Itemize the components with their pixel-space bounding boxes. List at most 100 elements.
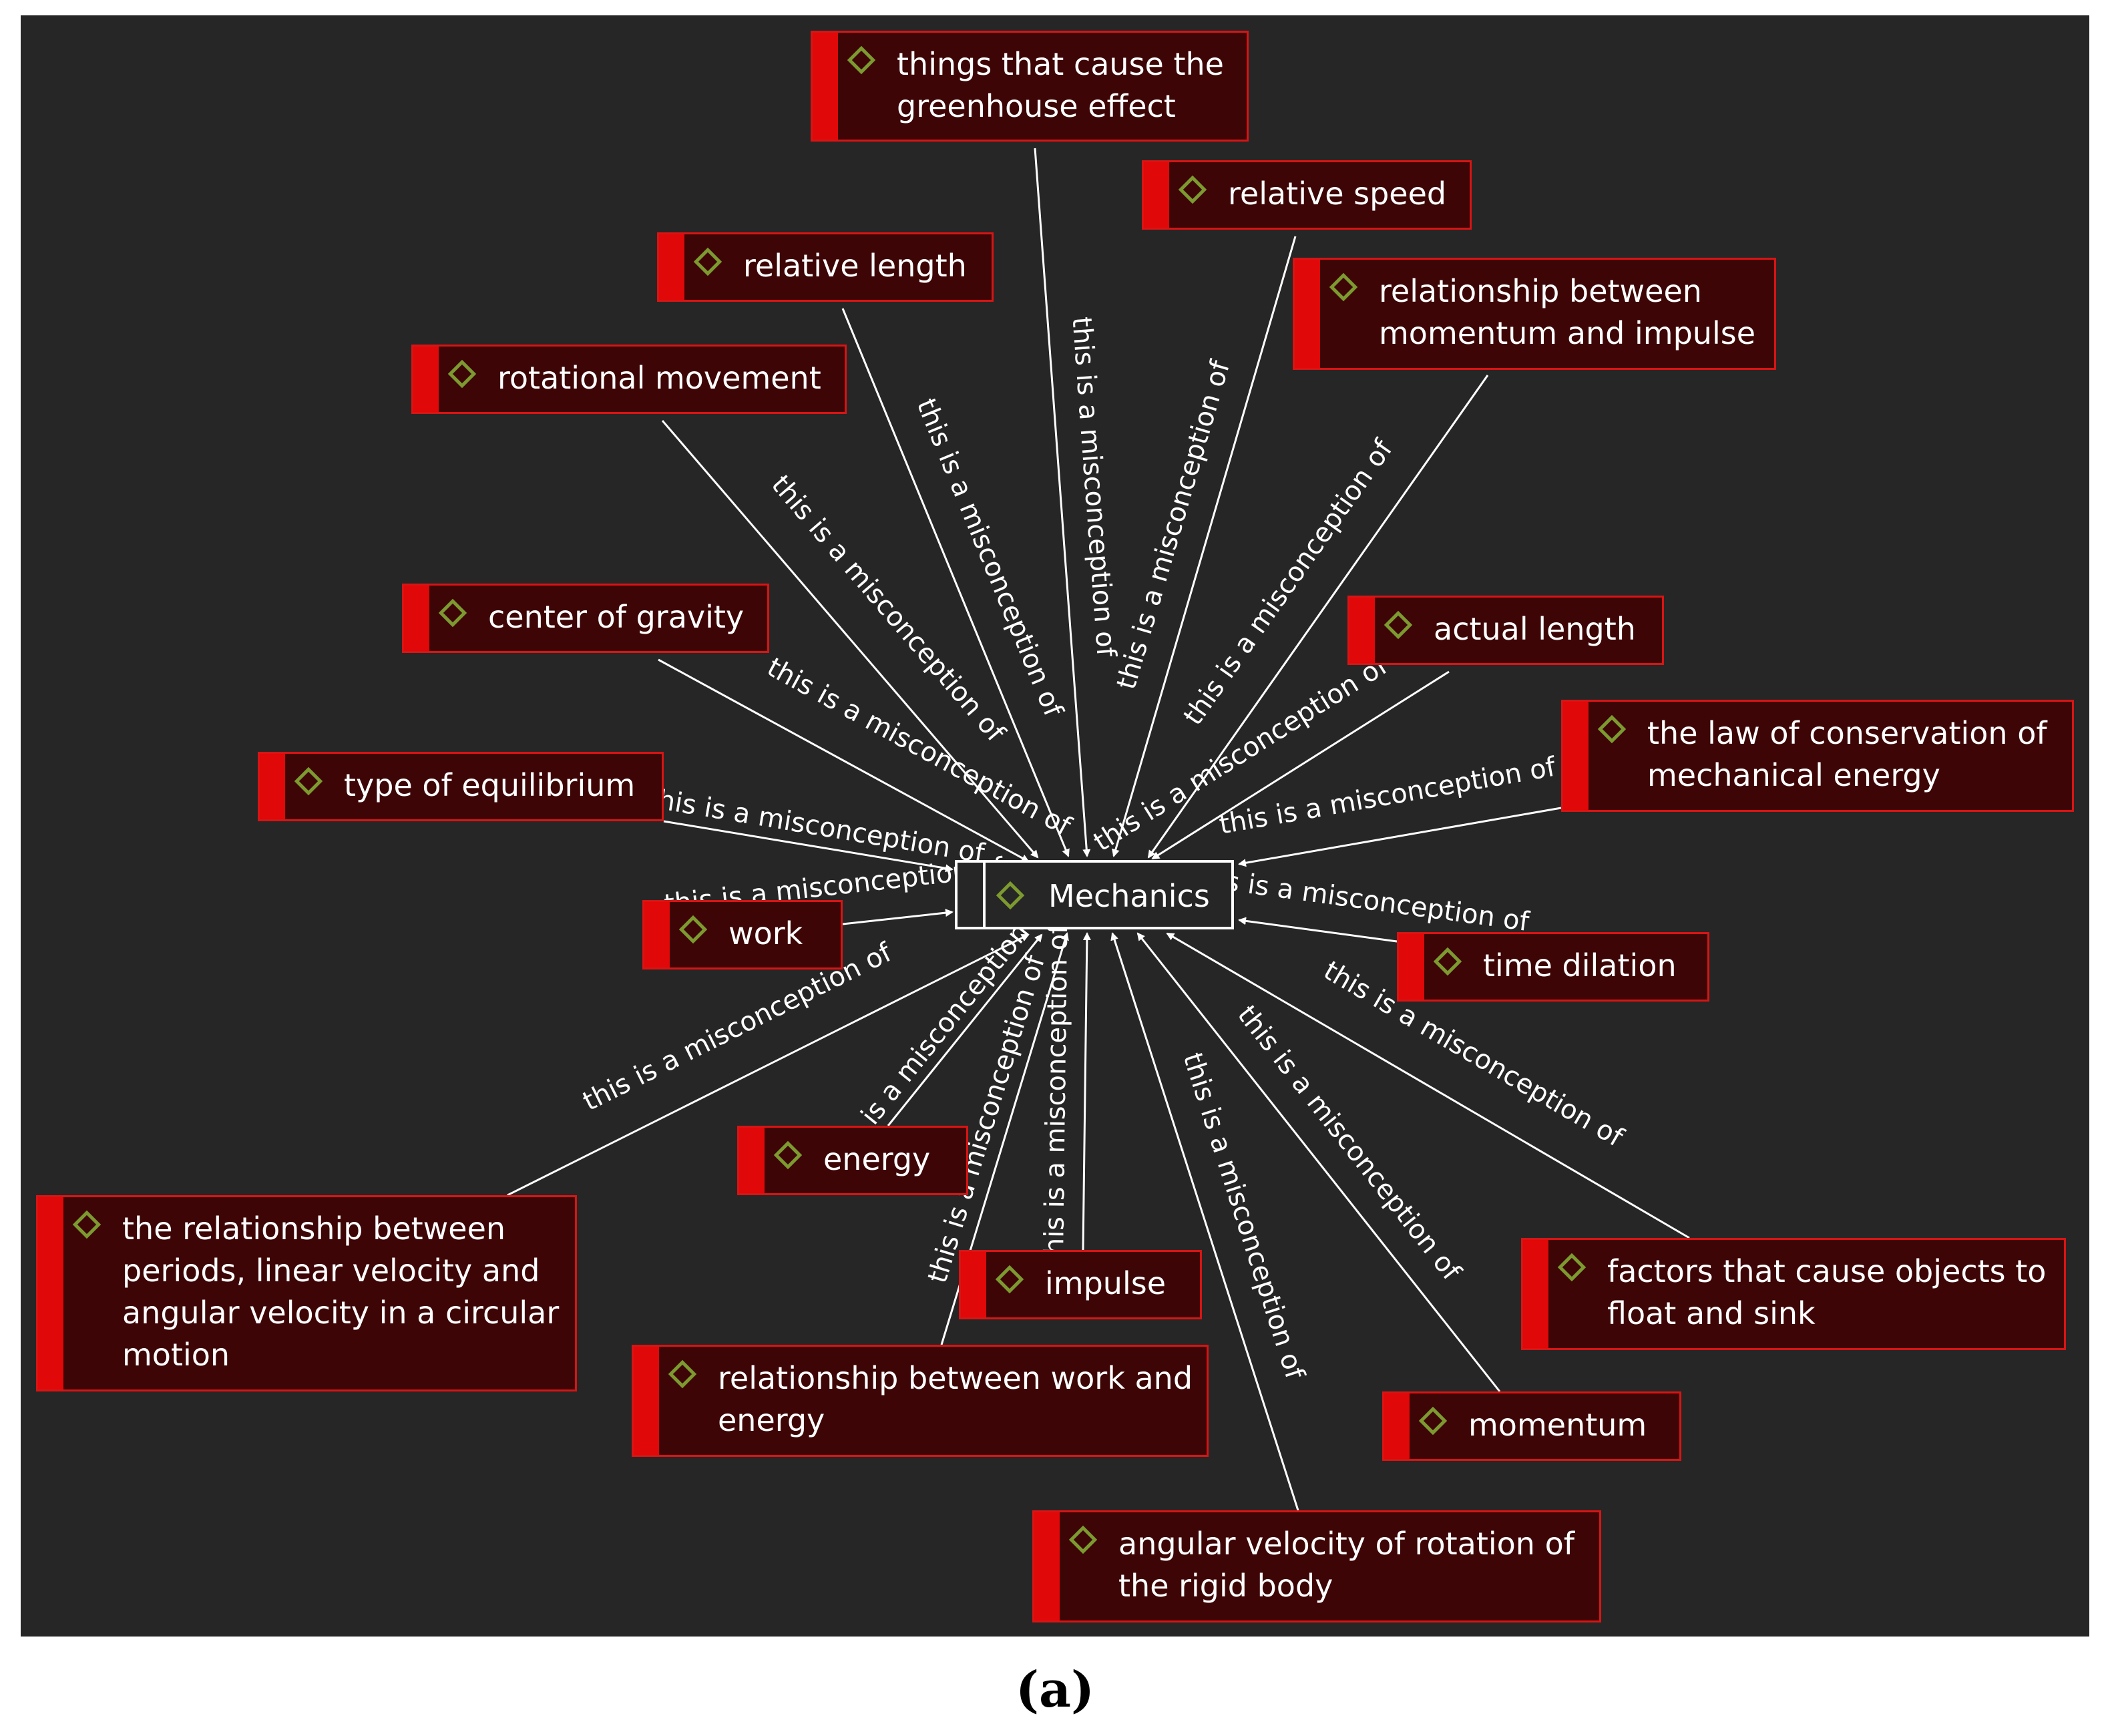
node-label: energy <box>823 1141 931 1177</box>
node-label: time dilation <box>1483 947 1677 984</box>
diamond-icon <box>1384 610 1413 640</box>
node-label: relationship between momentum and impuls… <box>1379 273 1755 351</box>
diamond-icon <box>72 1210 101 1239</box>
edge-label-rigid-body: this is a misconception of <box>1177 1049 1310 1383</box>
edge-rotational-movement <box>661 420 1039 859</box>
diamond-icon <box>1329 272 1358 302</box>
diamond-icon <box>1597 714 1627 744</box>
node-greenhouse[interactable]: things that cause the greenhouse effect <box>811 31 1249 142</box>
edge-type-of-equilibrium <box>663 820 954 873</box>
node-relative-speed[interactable]: relative speed <box>1142 160 1472 230</box>
node-center-of-gravity[interactable]: center of gravity <box>402 584 769 653</box>
diamond-icon <box>1557 1253 1587 1282</box>
node-bar <box>659 234 684 300</box>
diamond-icon <box>668 1359 697 1389</box>
node-bar <box>404 586 429 651</box>
node-label: factors that cause objects to float and … <box>1607 1253 2047 1331</box>
edge-relative-speed <box>1112 236 1297 857</box>
edge-greenhouse <box>1034 148 1091 857</box>
diamond-icon <box>1418 1406 1448 1436</box>
node-bar <box>1399 934 1424 1000</box>
node-rotational-movement[interactable]: rotational movement <box>411 345 847 414</box>
node-impulse[interactable]: impulse <box>959 1250 1202 1319</box>
node-bar <box>1034 1512 1060 1620</box>
node-label: rotational movement <box>497 360 821 396</box>
edge-impulse <box>1082 932 1091 1251</box>
node-work[interactable]: work <box>642 900 843 969</box>
node-label: things that cause the greenhouse effect <box>897 46 1224 124</box>
node-bar <box>634 1347 659 1455</box>
node-bar <box>739 1128 765 1193</box>
node-bar <box>961 1252 986 1317</box>
diamond-icon <box>847 45 876 75</box>
node-bar <box>1295 260 1320 368</box>
node-label: the relationship between periods, linear… <box>122 1211 560 1373</box>
node-actual-length[interactable]: actual length <box>1347 596 1664 665</box>
edge-circular-motion <box>507 933 1030 1197</box>
node-relative-length[interactable]: relative length <box>657 232 994 302</box>
diamond-icon <box>995 1265 1024 1294</box>
edge-energy <box>887 933 1043 1126</box>
edge-work <box>842 909 954 925</box>
diamond-icon <box>438 598 467 628</box>
node-float-sink[interactable]: factors that cause objects to float and … <box>1521 1238 2066 1350</box>
node-momentum-impulse[interactable]: relationship between momentum and impuls… <box>1293 258 1776 370</box>
node-label: the law of conservation of mechanical en… <box>1647 715 2047 793</box>
node-label: relative length <box>743 248 967 284</box>
edge-label-conservation: this is a misconception of <box>1217 752 1558 841</box>
center-node-mechanics[interactable]: Mechanics <box>955 860 1234 929</box>
node-bar <box>1349 598 1375 663</box>
diamond-icon <box>294 767 323 796</box>
center-node-bar <box>958 863 986 927</box>
node-label: impulse <box>1045 1265 1166 1301</box>
node-circular-motion[interactable]: the relationship between periods, linear… <box>36 1195 577 1391</box>
node-label: relative speed <box>1228 176 1447 212</box>
edge-conservation <box>1238 807 1562 867</box>
node-label: work <box>728 915 803 951</box>
diamond-icon <box>1433 947 1462 976</box>
node-label: type of equilibrium <box>344 767 636 803</box>
node-conservation-mechanical-energy[interactable]: the law of conservation of mechanical en… <box>1561 700 2074 812</box>
edge-actual-length <box>1151 670 1450 860</box>
node-label: momentum <box>1468 1407 1647 1443</box>
node-bar <box>644 902 670 967</box>
node-energy[interactable]: energy <box>737 1126 968 1195</box>
diamond-icon <box>1178 175 1207 204</box>
node-rigid-body[interactable]: angular velocity of rotation of the rigi… <box>1032 1510 1601 1622</box>
diamond-icon <box>996 881 1025 910</box>
node-label: relationship between work and energy <box>718 1360 1193 1438</box>
node-bar <box>1563 702 1589 810</box>
figure-caption: (a) <box>0 1661 2110 1719</box>
node-work-energy[interactable]: relationship between work and energy <box>632 1345 1209 1457</box>
diamond-icon <box>447 359 477 389</box>
diamond-icon <box>773 1140 803 1170</box>
edge-label-relative-speed: this is a misconception of <box>1111 357 1237 692</box>
node-bar <box>1144 162 1169 228</box>
caption-text: (a) <box>1016 1661 1094 1719</box>
edge-momentum <box>1136 932 1501 1392</box>
edge-float-sink <box>1166 932 1690 1239</box>
diamond-icon <box>678 915 708 944</box>
node-label: actual length <box>1434 611 1636 647</box>
edge-rigid-body <box>1110 932 1299 1511</box>
edge-time-dilation <box>1238 917 1398 943</box>
node-bar <box>1384 1393 1410 1459</box>
node-bar <box>260 754 285 819</box>
node-bar <box>38 1197 63 1389</box>
edge-label-greenhouse: this is a misconception of <box>1066 316 1121 658</box>
edge-center-of-gravity <box>658 658 1030 863</box>
edge-label-time-dilation: this is a misconception of <box>1189 861 1532 937</box>
edge-label-impulse: this is a misconception of <box>1039 924 1074 1266</box>
node-time-dilation[interactable]: time dilation <box>1397 932 1709 1002</box>
node-bar <box>813 33 838 140</box>
diamond-icon <box>1068 1525 1098 1554</box>
node-label: center of gravity <box>488 599 745 635</box>
center-node-label: Mechanics <box>1048 878 1210 914</box>
node-momentum[interactable]: momentum <box>1382 1391 1681 1461</box>
diamond-icon <box>693 247 722 276</box>
node-type-of-equilibrium[interactable]: type of equilibrium <box>258 752 664 821</box>
edge-momentum-impulse <box>1147 375 1489 859</box>
node-bar <box>1523 1240 1548 1348</box>
